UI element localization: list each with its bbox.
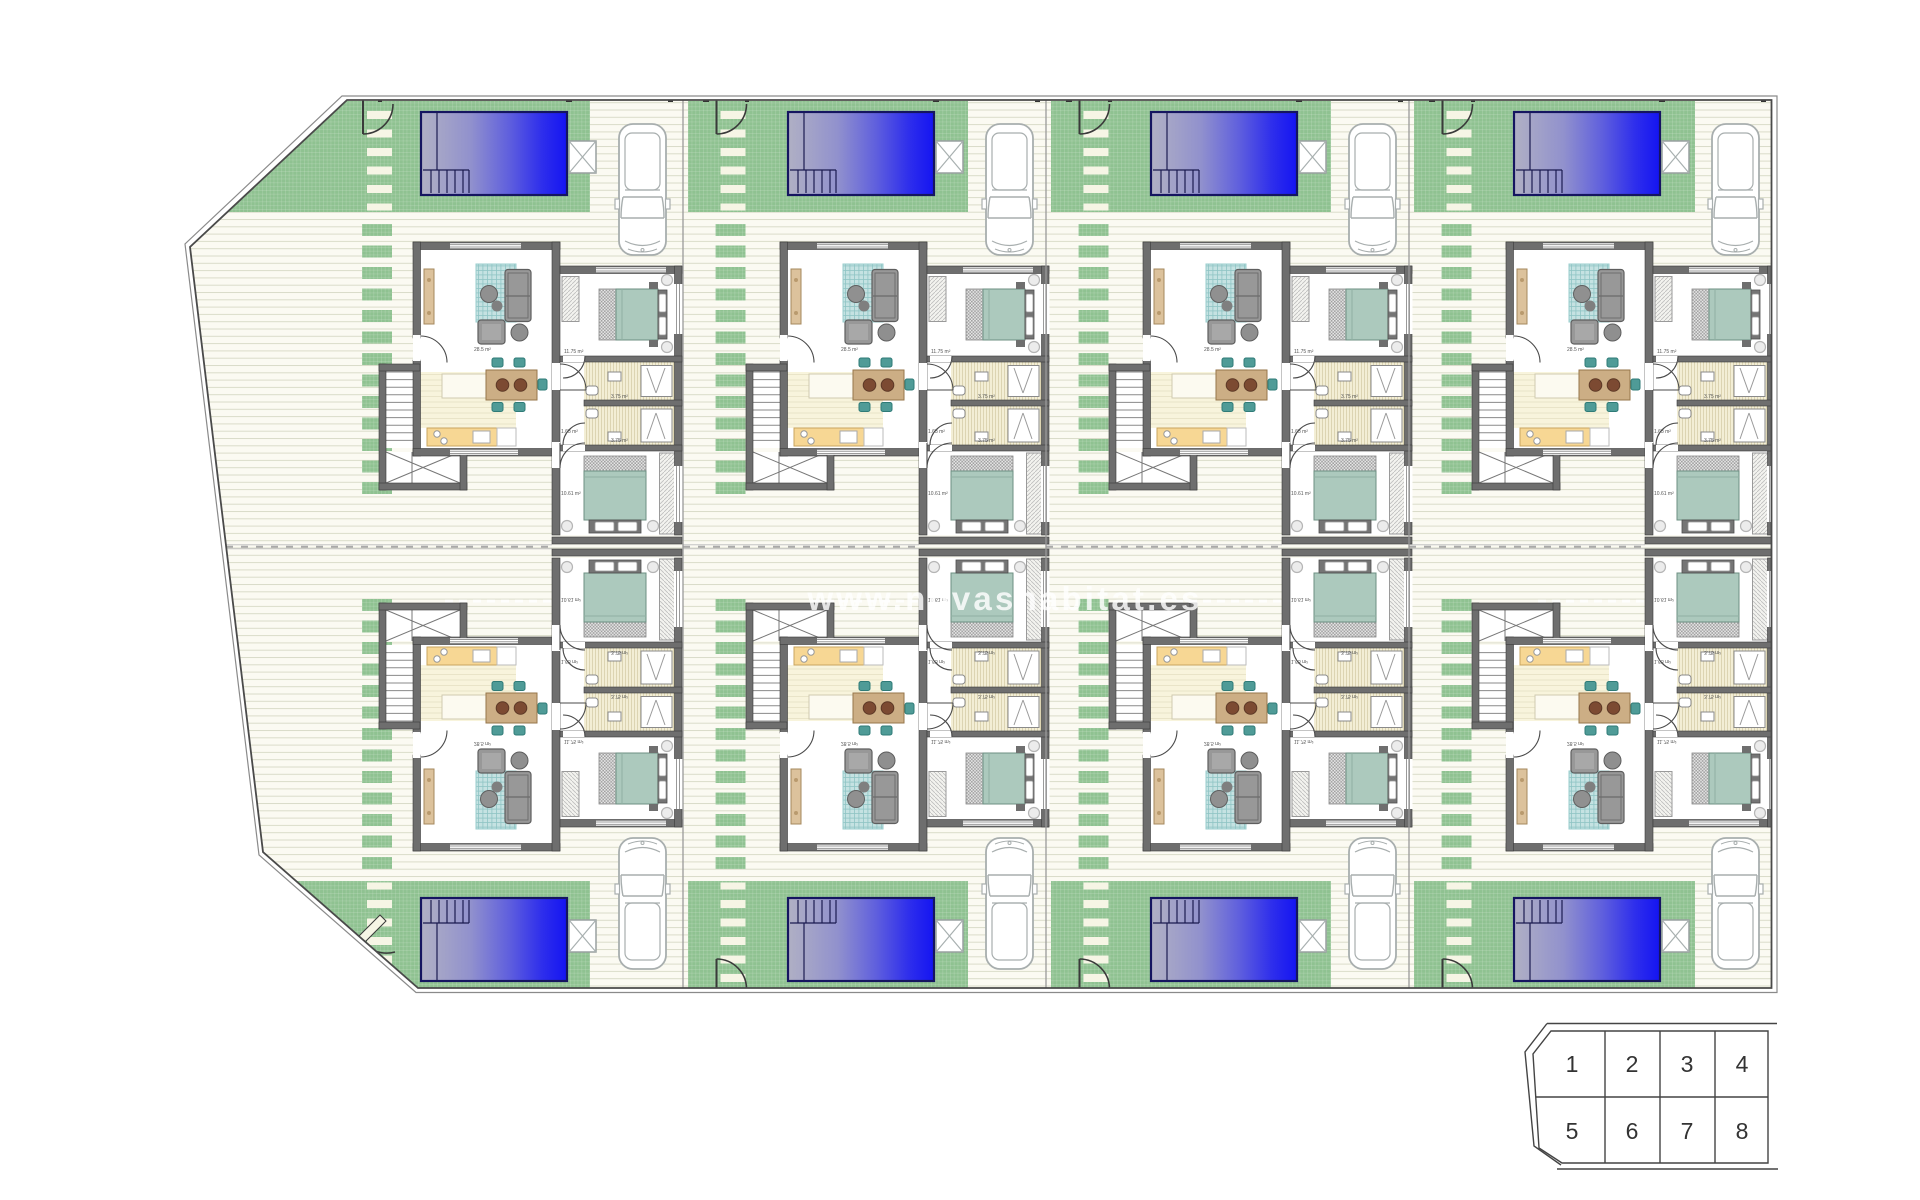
svg-text:5: 5 <box>1566 1118 1579 1144</box>
svg-text:www.novashabitat.es: www.novashabitat.es <box>806 580 1202 617</box>
svg-text:7: 7 <box>1681 1118 1694 1144</box>
svg-text:8: 8 <box>1736 1118 1749 1144</box>
svg-text:3: 3 <box>1681 1051 1694 1077</box>
svg-text:1: 1 <box>1566 1051 1579 1077</box>
svg-text:4: 4 <box>1736 1051 1749 1077</box>
svg-text:2: 2 <box>1626 1051 1639 1077</box>
svg-text:6: 6 <box>1626 1118 1639 1144</box>
